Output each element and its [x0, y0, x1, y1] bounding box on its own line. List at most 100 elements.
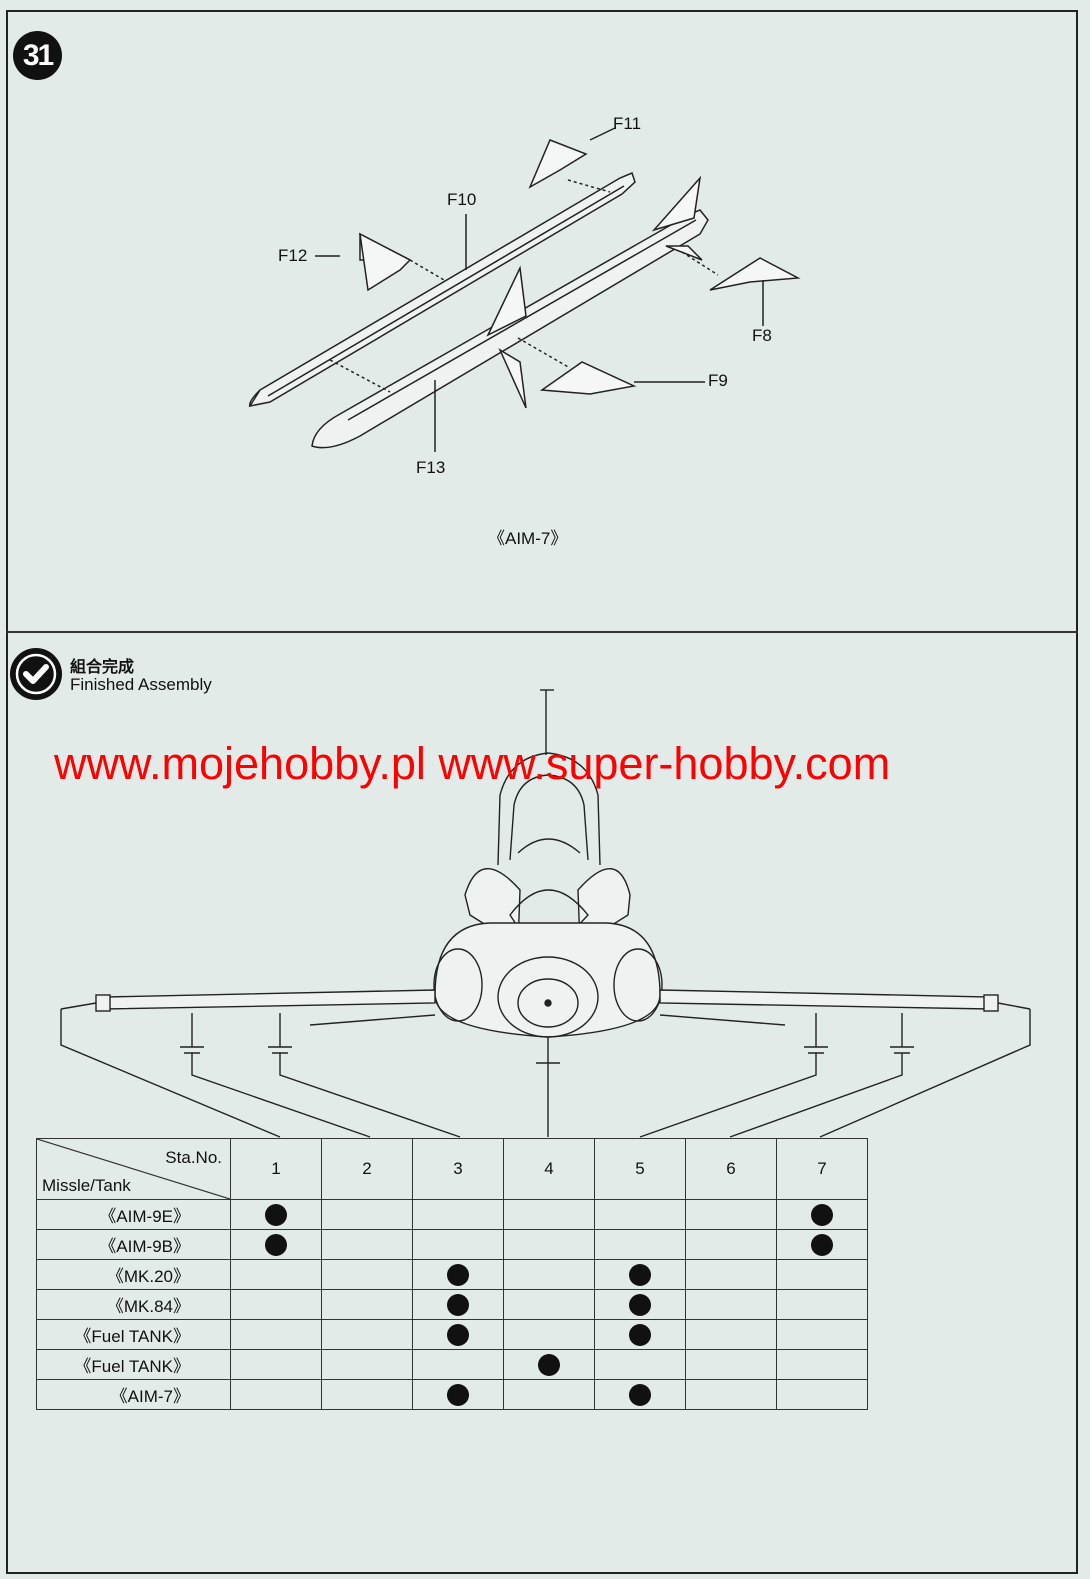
checkmark-icon: [10, 648, 62, 700]
finished-title-cn: 組合完成: [70, 659, 135, 676]
station-cell: [594, 1319, 686, 1350]
table-row: 《AIM-7》: [36, 1379, 868, 1410]
aircraft-front-view-diagram: [60, 689, 1031, 1138]
station-header-5: 5: [594, 1138, 686, 1200]
loaded-marker-icon: [629, 1323, 651, 1346]
station-cell: [321, 1379, 413, 1410]
loaded-marker-icon: [811, 1203, 833, 1226]
station-cell: [776, 1229, 868, 1260]
station-cell: [230, 1259, 322, 1290]
table-row: 《MK.84》: [36, 1289, 868, 1320]
part-label-f12: F12: [278, 246, 308, 265]
station-cell: [230, 1319, 322, 1350]
station-cell: [685, 1319, 777, 1350]
loaded-marker-icon: [629, 1293, 651, 1316]
station-cell: [503, 1349, 595, 1380]
station-cell: [776, 1319, 868, 1350]
loaded-marker-icon: [538, 1353, 560, 1376]
store-label: 《MK.20》: [36, 1259, 231, 1290]
store-label: 《AIM-9E》: [36, 1199, 231, 1230]
page-frame: [6, 10, 1078, 1574]
station-cell: [412, 1199, 504, 1230]
assembly-caption: 《AIM-7》: [488, 529, 568, 548]
station-cell: [776, 1289, 868, 1320]
station-cell: [685, 1199, 777, 1230]
step-number-badge: 31: [13, 31, 62, 80]
part-label-f13: F13: [416, 458, 446, 477]
loaded-marker-icon: [265, 1233, 287, 1256]
watermark-text: www.mojehobby.pl www.super-hobby.com: [54, 738, 891, 789]
station-cell: [776, 1379, 868, 1410]
station-cell: [594, 1229, 686, 1260]
station-cell: [412, 1229, 504, 1260]
station-header-3: 3: [412, 1138, 504, 1200]
loaded-marker-icon: [811, 1233, 833, 1256]
station-cell: [594, 1349, 686, 1380]
part-label-f10: F10: [447, 190, 477, 209]
station-cell: [412, 1319, 504, 1350]
finished-title-en: Finished Assembly: [70, 675, 212, 694]
station-cell: [594, 1379, 686, 1410]
table-row: 《MK.20》: [36, 1259, 868, 1290]
station-header-2: 2: [321, 1138, 413, 1200]
table-corner-cell: Sta.No. Missle/Tank: [36, 1138, 231, 1200]
missile-tank-label: Missle/Tank: [42, 1176, 131, 1195]
station-cell: [776, 1349, 868, 1380]
station-cell: [321, 1349, 413, 1380]
station-cell: [776, 1199, 868, 1230]
loaded-marker-icon: [447, 1383, 469, 1406]
station-cell: [321, 1319, 413, 1350]
station-cell: [685, 1349, 777, 1380]
station-cell: [685, 1289, 777, 1320]
station-cell: [230, 1199, 322, 1230]
table-row: 《AIM-9B》: [36, 1229, 868, 1260]
station-cell: [503, 1199, 595, 1230]
part-label-f11: F11: [613, 114, 642, 133]
loaded-marker-icon: [447, 1263, 469, 1286]
loaded-marker-icon: [629, 1263, 651, 1286]
station-cell: [230, 1289, 322, 1320]
station-cell: [594, 1199, 686, 1230]
store-label: 《AIM-7》: [36, 1379, 231, 1410]
station-cell: [321, 1229, 413, 1260]
part-label-f8: F8: [752, 326, 772, 345]
table-row: 《Fuel TANK》: [36, 1349, 868, 1380]
store-label: 《MK.84》: [36, 1289, 231, 1320]
station-cell: [685, 1379, 777, 1410]
store-label: 《AIM-9B》: [36, 1229, 231, 1260]
station-cell: [321, 1259, 413, 1290]
section-divider: [6, 631, 1078, 633]
station-cell: [412, 1259, 504, 1290]
station-cell: [412, 1289, 504, 1320]
store-label: 《Fuel TANK》: [36, 1319, 231, 1350]
station-cell: [594, 1289, 686, 1320]
station-cell: [321, 1199, 413, 1230]
station-number-label: Sta.No.: [165, 1148, 222, 1167]
station-cell: [412, 1349, 504, 1380]
loaded-marker-icon: [447, 1293, 469, 1316]
station-cell: [503, 1379, 595, 1410]
aim7-missile-diagram: [248, 127, 801, 452]
station-cell: [230, 1229, 322, 1260]
corner-diagonal: [37, 1139, 230, 1199]
loaded-marker-icon: [265, 1203, 287, 1226]
station-header-6: 6: [685, 1138, 777, 1200]
part-label-f9: F9: [708, 371, 728, 390]
station-cell: [594, 1259, 686, 1290]
station-cell: [503, 1319, 595, 1350]
station-cell: [685, 1229, 777, 1260]
station-cell: [776, 1259, 868, 1290]
loaded-marker-icon: [447, 1323, 469, 1346]
station-cell: [503, 1259, 595, 1290]
station-header-1: 1: [230, 1138, 322, 1200]
station-cell: [412, 1379, 504, 1410]
station-cell: [230, 1349, 322, 1380]
table-row: 《AIM-9E》: [36, 1199, 868, 1230]
table-row: 《Fuel TANK》: [36, 1319, 868, 1350]
store-label: 《Fuel TANK》: [36, 1349, 231, 1380]
station-cell: [503, 1229, 595, 1260]
station-header-7: 7: [776, 1138, 868, 1200]
station-cell: [685, 1259, 777, 1290]
